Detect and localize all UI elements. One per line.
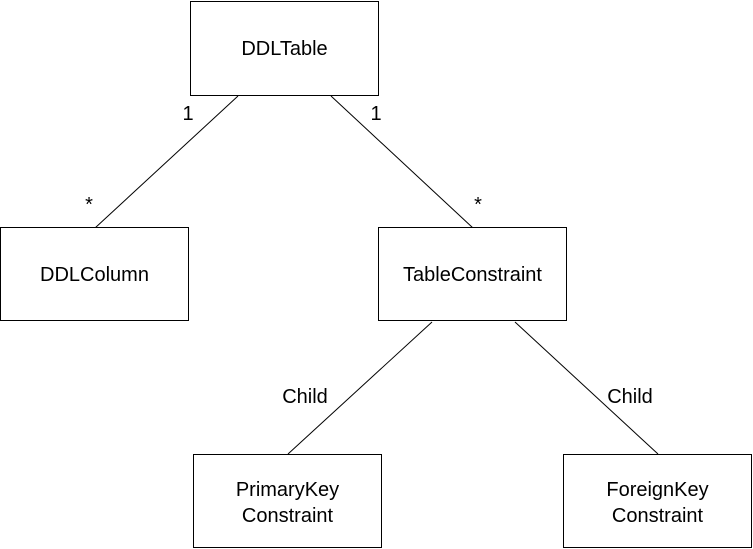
multiplicity-ddltable-to-column: 1 — [182, 103, 193, 125]
node-ddltable[interactable]: DDLTable — [190, 1, 379, 96]
edge-label-primary-child: Child — [282, 386, 328, 408]
node-tableconstraint-label: TableConstraint — [403, 264, 542, 286]
multiplicity-tableconstraint: * — [474, 194, 482, 216]
node-tableconstraint[interactable]: TableConstraint — [378, 227, 567, 321]
edge-ddltable-ddlcolumn — [94, 95, 239, 229]
edge-label-foreign-child: Child — [607, 386, 653, 408]
node-primarykey-constraint[interactable]: PrimaryKey Constraint — [193, 454, 382, 548]
edge-tableconstraint-foreignkey — [514, 321, 659, 455]
node-foreignkey-label-line1: ForeignKey — [606, 479, 708, 501]
node-ddlcolumn-label: DDLColumn — [40, 264, 149, 286]
node-ddltable-label: DDLTable — [241, 38, 327, 60]
edge-ddltable-tableconstraint — [330, 95, 474, 229]
node-foreignkey-label-line2: Constraint — [612, 505, 704, 527]
node-ddlcolumn[interactable]: DDLColumn — [0, 227, 189, 321]
node-foreignkey-constraint[interactable]: ForeignKey Constraint — [563, 454, 752, 548]
edge-tableconstraint-primarykey — [287, 321, 433, 455]
multiplicity-ddlcolumn: * — [85, 194, 93, 216]
multiplicity-ddltable-to-constraint: 1 — [370, 103, 381, 125]
node-primarykey-label-line1: PrimaryKey — [236, 479, 339, 501]
node-primarykey-label-line2: Constraint — [242, 505, 334, 527]
